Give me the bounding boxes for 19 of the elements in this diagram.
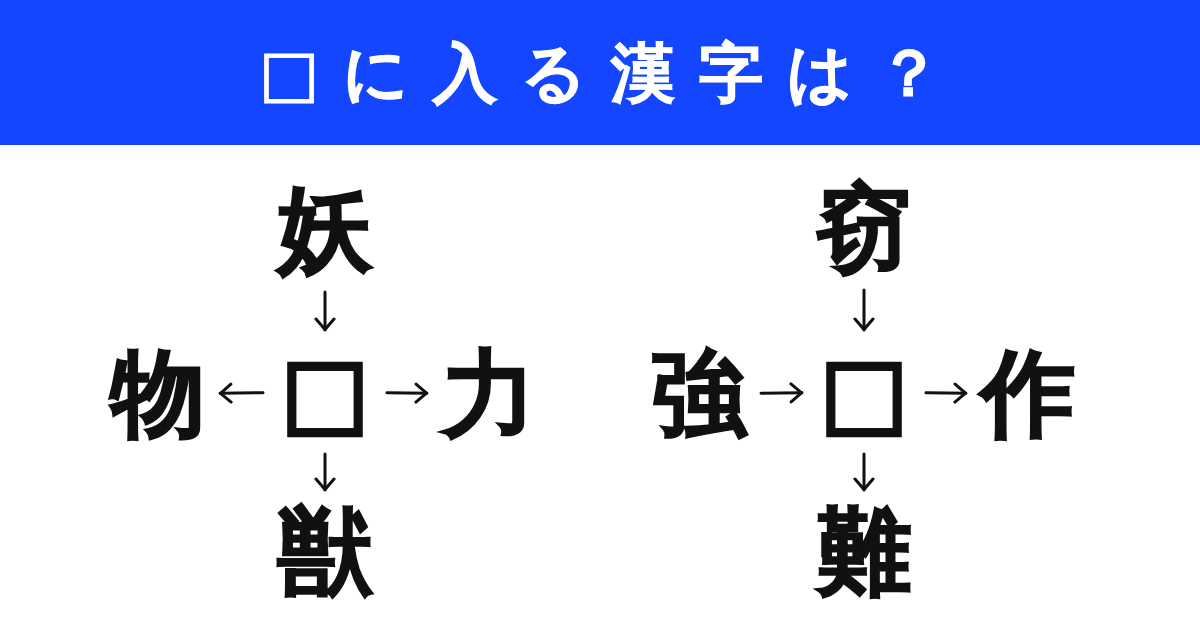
placeholder-character: □: [814, 342, 914, 442]
kanji-character: 物: [108, 344, 208, 444]
arrow: [924, 382, 968, 404]
arrow: [314, 290, 336, 332]
arrow: [218, 382, 265, 404]
arrow: [853, 288, 875, 332]
kanji-character: 妖: [275, 180, 375, 280]
arrow: [759, 382, 804, 404]
kanji-character: 難: [814, 502, 914, 602]
title-text: □に入る漢字は？: [258, 36, 966, 109]
arrow: [853, 452, 875, 492]
arrow: [385, 382, 429, 404]
kanji-character: 作: [978, 344, 1078, 444]
kanji-character: 窃: [814, 178, 914, 278]
arrow: [314, 452, 336, 492]
kanji-character: 獣: [275, 502, 375, 602]
placeholder-character: □: [275, 342, 375, 442]
kanji-character: 力: [439, 344, 539, 444]
kanji-character: 強: [649, 344, 749, 444]
